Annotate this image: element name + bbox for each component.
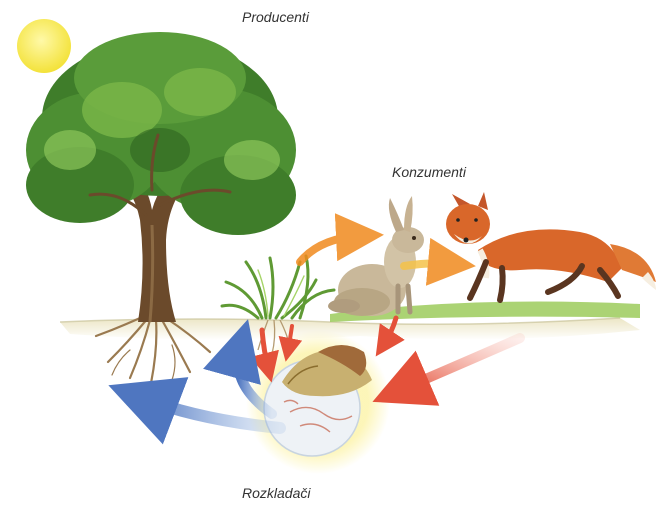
decomposer-bubble [246,330,390,474]
label-consumers: Konzumenti [392,164,466,180]
sun-icon [17,19,71,73]
fox-illustration [446,192,656,300]
label-producers: Producenti [242,9,309,25]
hare-illustration [328,196,424,316]
energy-arrows [300,236,452,266]
label-decomposers: Rozkladači [242,485,310,501]
